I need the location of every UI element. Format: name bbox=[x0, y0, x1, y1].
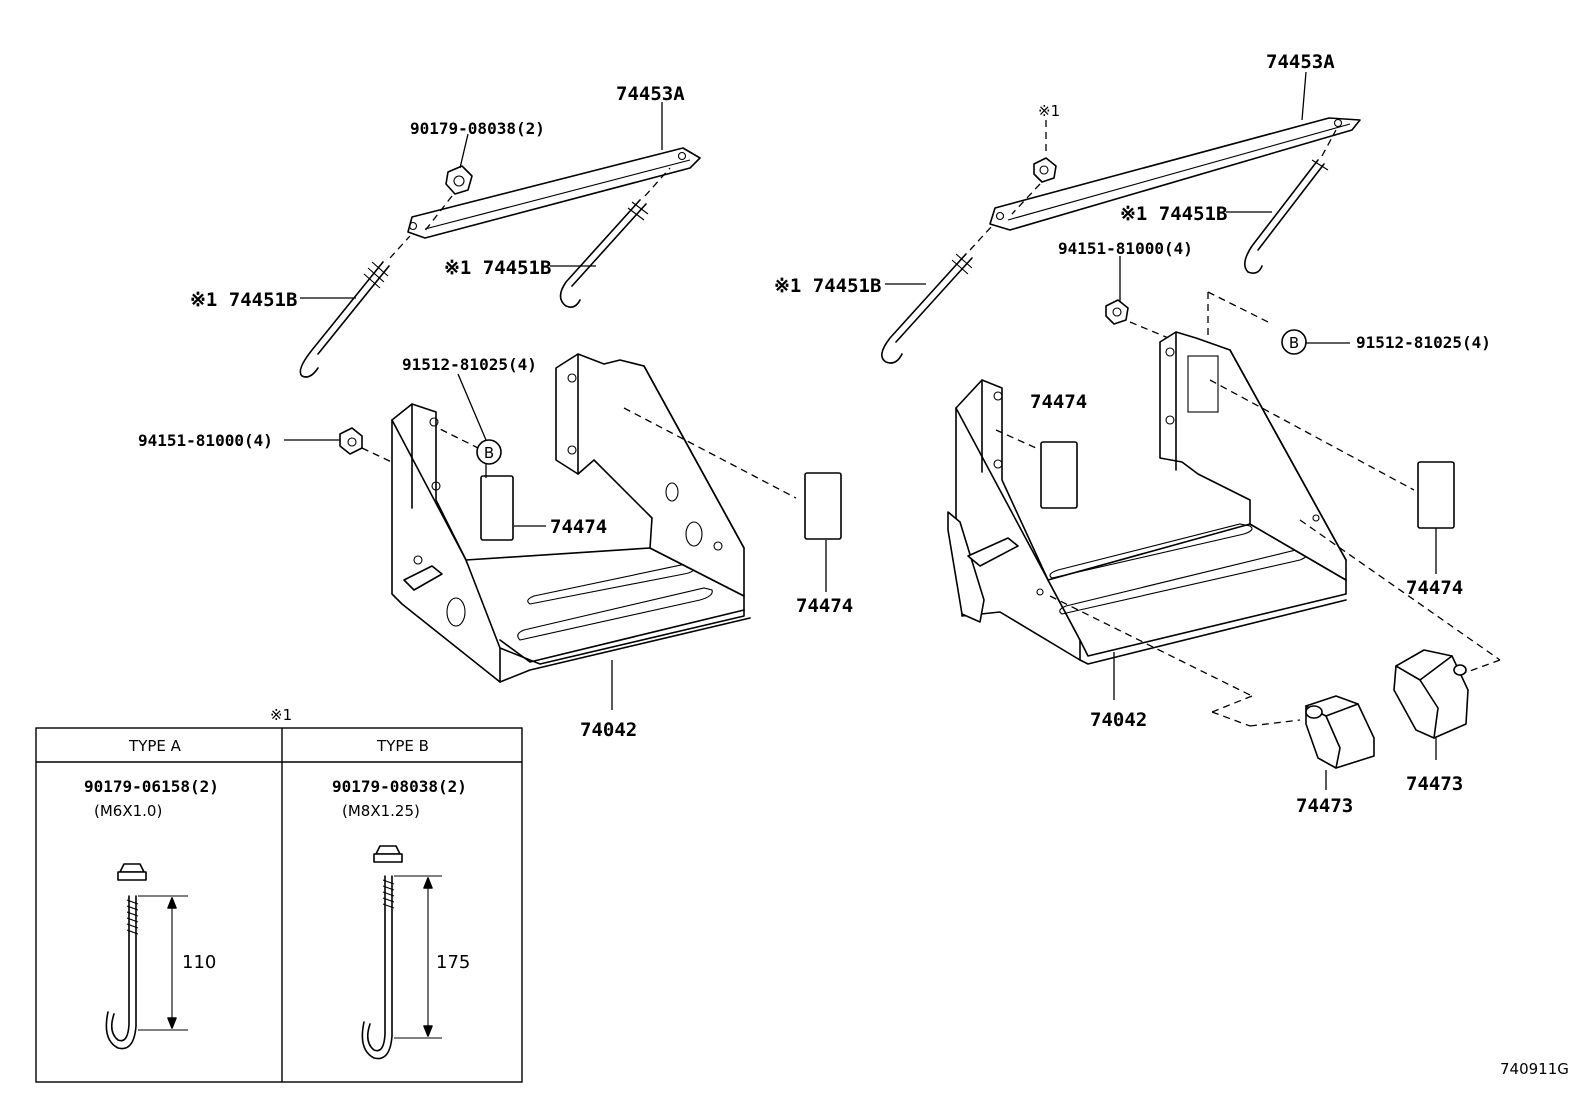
label-bolt-left-a: ※1 74451B bbox=[190, 289, 297, 311]
label-pad-left-outer: 74474 bbox=[796, 595, 853, 617]
hold-down-rod-left bbox=[407, 147, 701, 239]
diagram-ref-code: 740911G bbox=[1500, 1060, 1569, 1078]
callout-b-left: B bbox=[484, 444, 494, 462]
label-pad-right-inner: 74474 bbox=[1030, 391, 1087, 413]
stopper-a bbox=[1305, 695, 1375, 769]
flange-nut-side-left bbox=[339, 427, 363, 455]
label-clip-right: 91512-81025(4) bbox=[1356, 333, 1491, 352]
label-nut-side-right: 94151-81000(4) bbox=[1058, 239, 1193, 258]
legend-type-a-header: TYPE A bbox=[128, 737, 182, 755]
label-bolt-right-b: ※1 74451B bbox=[1120, 203, 1227, 225]
label-rod-right: 74453A bbox=[1266, 51, 1335, 73]
hook-bolt-left-a bbox=[299, 261, 390, 378]
pad-left-outer bbox=[804, 472, 842, 540]
label-nut-top-left: 90179-08038(2) bbox=[410, 119, 545, 138]
label-stopper-b: 74473 bbox=[1406, 773, 1463, 795]
label-rod-left: 74453A bbox=[616, 83, 685, 105]
legend-note: ※1 bbox=[270, 706, 292, 724]
legend-type-a-length: 110 bbox=[182, 952, 216, 973]
hook-bolt-left-b bbox=[559, 199, 649, 308]
battery-tray-right bbox=[947, 331, 1347, 665]
type-b-bolt bbox=[361, 845, 442, 1060]
hold-down-rod-right bbox=[989, 117, 1361, 231]
callout-b-right: B bbox=[1289, 334, 1299, 352]
label-tray-left: 74042 bbox=[580, 719, 637, 741]
label-note-right-nut: ※1 bbox=[1038, 102, 1060, 120]
stopper-b bbox=[1393, 649, 1469, 739]
pad-right-outer bbox=[1417, 461, 1455, 529]
legend-type-b-header: TYPE B bbox=[376, 737, 429, 755]
label-nut-side-left: 94151-81000(4) bbox=[138, 431, 273, 450]
label-pad-right-outer: 74474 bbox=[1406, 577, 1463, 599]
legend-type-b-thread: (M8X1.25) bbox=[342, 802, 420, 820]
legend-type-b-part: 90179-08038(2) bbox=[332, 777, 467, 796]
label-tray-right: 74042 bbox=[1090, 709, 1147, 731]
flange-nut-top-right bbox=[1033, 157, 1057, 183]
hook-bolt-right-a bbox=[881, 253, 973, 364]
type-a-bolt bbox=[105, 863, 188, 1050]
hook-bolt-right-b bbox=[1244, 159, 1329, 274]
label-clip-left: 91512-81025(4) bbox=[402, 355, 537, 374]
pad-left-inner bbox=[480, 475, 514, 541]
label-bolt-left-b: ※1 74451B bbox=[444, 257, 551, 279]
legend-table bbox=[35, 727, 523, 1083]
label-pad-left-inner: 74474 bbox=[550, 516, 607, 538]
battery-tray-left bbox=[391, 353, 751, 683]
pad-right-inner bbox=[1040, 441, 1078, 509]
flange-nut-side-right bbox=[1105, 299, 1129, 325]
label-stopper-a: 74473 bbox=[1296, 795, 1353, 817]
legend-type-a-thread: (M6X1.0) bbox=[94, 802, 162, 820]
flange-nut-top-left bbox=[445, 165, 473, 195]
legend-type-b-length: 175 bbox=[436, 952, 470, 973]
legend-type-a-part: 90179-06158(2) bbox=[84, 777, 219, 796]
label-bolt-right-a: ※1 74451B bbox=[774, 275, 881, 297]
